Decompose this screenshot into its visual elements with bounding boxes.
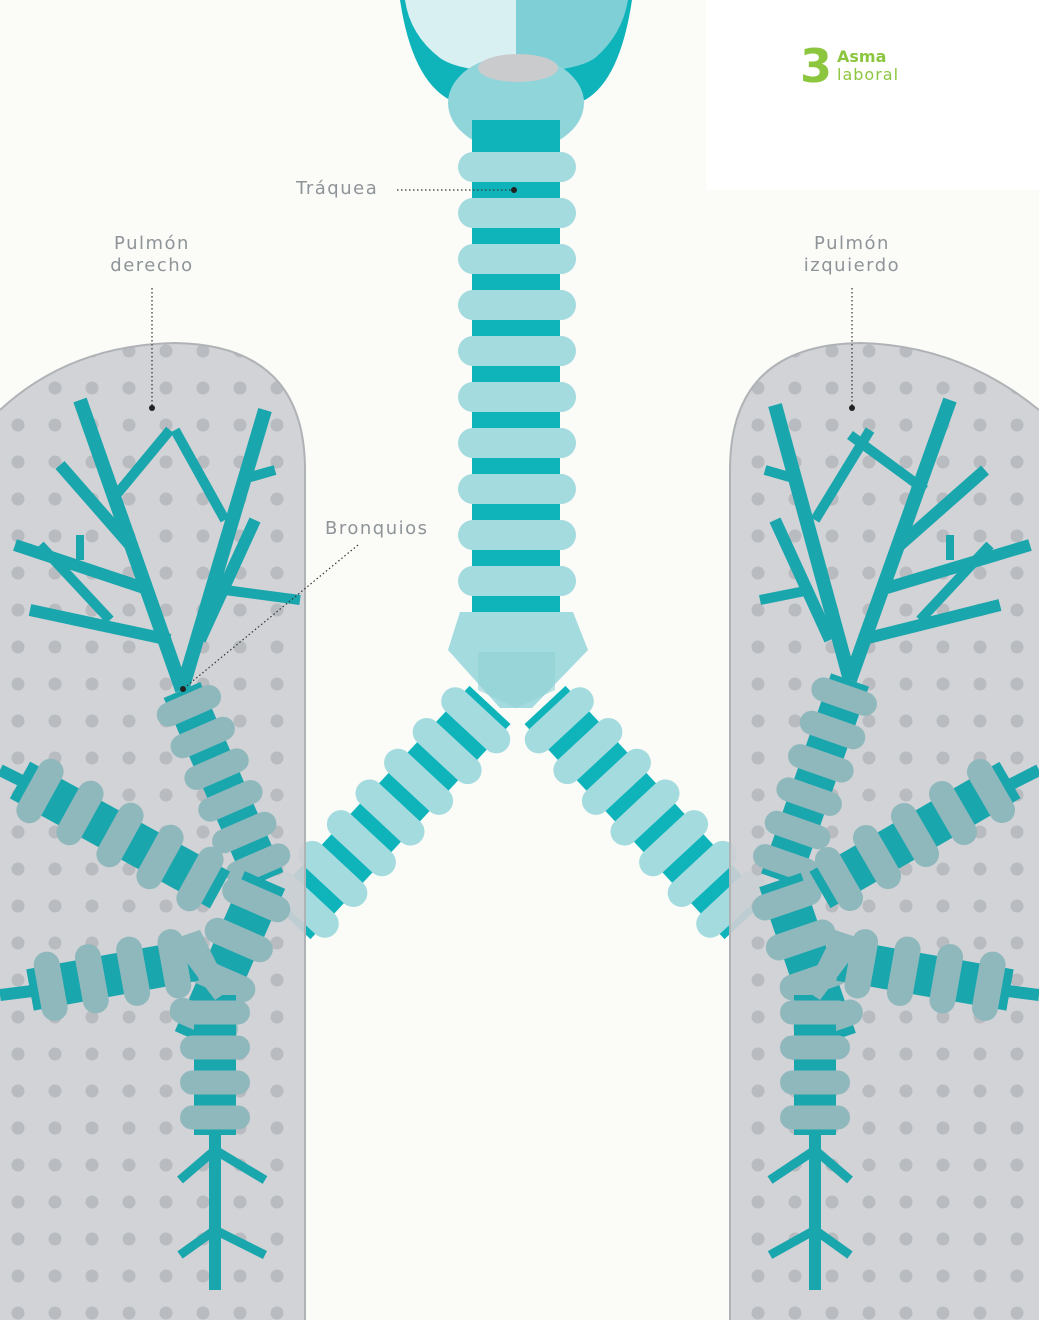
trachea-ring xyxy=(458,244,576,274)
bronchus-ring xyxy=(780,1001,850,1025)
trachea-ring xyxy=(458,428,576,458)
bronchus-ring xyxy=(180,1001,250,1025)
trachea-ring xyxy=(458,152,576,182)
trachea-ring xyxy=(458,382,576,412)
left-lung-label-line1: Pulmón xyxy=(792,233,912,255)
trachea-ring xyxy=(458,566,576,596)
bronchus-ring xyxy=(180,1036,250,1060)
right-lung-label-line1: Pulmón xyxy=(92,233,212,255)
right-lung-label-line2: derecho xyxy=(92,255,212,277)
left-lung xyxy=(730,343,1039,1320)
left-lung-label-line2: izquierdo xyxy=(792,255,912,277)
main-bronchi xyxy=(259,676,776,948)
bronchus-ring xyxy=(180,1106,250,1130)
bronchus-ring xyxy=(780,1106,850,1130)
bronchi-label: Bronquios xyxy=(325,518,429,540)
bronchus-ring xyxy=(180,1071,250,1095)
trachea xyxy=(458,120,576,642)
trachea-ring xyxy=(458,520,576,550)
bronchus-ring xyxy=(780,1036,850,1060)
trachea-ring xyxy=(458,474,576,504)
trachea-ring xyxy=(458,336,576,366)
right-lung xyxy=(0,343,305,1320)
right-lung-label: Pulmón derecho xyxy=(92,233,212,277)
trachea-ring xyxy=(458,290,576,320)
left-lung-label: Pulmón izquierdo xyxy=(792,233,912,277)
bronchus-ring xyxy=(780,1071,850,1095)
trachea-ring xyxy=(458,198,576,228)
trachea-label: Tráquea xyxy=(296,178,378,200)
